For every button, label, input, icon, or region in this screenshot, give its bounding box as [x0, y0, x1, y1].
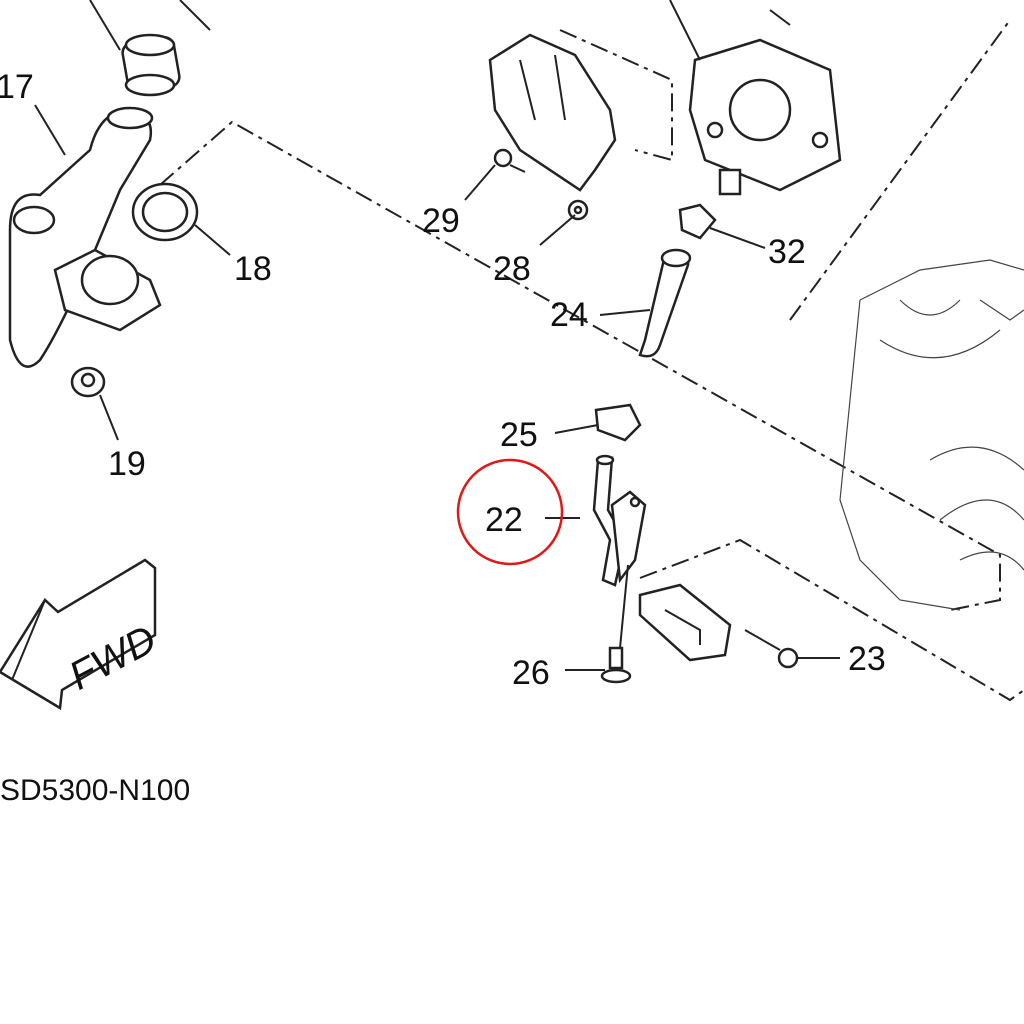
- group-boundary-left: [159, 120, 1001, 611]
- part-19-nut: [70, 366, 106, 398]
- part-22-pipe: [592, 454, 647, 587]
- callout-17: 17: [0, 68, 34, 106]
- hose-fitting-top: [89, 0, 211, 97]
- forward-direction-arrow: FWD: [0, 558, 163, 711]
- callout-29: 29: [422, 202, 460, 240]
- callout-23: 23: [848, 640, 886, 678]
- part-23-bolt: [744, 629, 799, 669]
- part-17-elbow-pipe: [8, 106, 154, 368]
- group-boundary-lower: [639, 538, 1024, 702]
- flange-plate: [53, 248, 162, 332]
- callout-25: 25: [500, 416, 538, 454]
- highlight-circle-22: [456, 458, 564, 566]
- callout-22: 22: [485, 501, 523, 539]
- part-24-hose: [638, 248, 692, 358]
- engine-block-outline: [839, 259, 1024, 611]
- callout-19: 19: [108, 445, 146, 483]
- callout-32: 32: [768, 233, 806, 271]
- part-25-clamp: [594, 403, 642, 442]
- part-32-clamp: [678, 203, 717, 240]
- callout-28: 28: [493, 250, 531, 288]
- part-29-bolt: [493, 148, 526, 173]
- gasket-flange: [638, 583, 732, 662]
- part-18-seal-ring: [131, 182, 199, 242]
- part-26-bolt: [600, 646, 632, 684]
- part-28-washer: [567, 199, 589, 221]
- callout-26: 26: [512, 654, 550, 692]
- cover-bracket: [488, 33, 617, 192]
- group-boundary-upper: [559, 29, 673, 162]
- callout-24: 24: [550, 296, 588, 334]
- group-boundary-right: [789, 19, 1011, 321]
- drawing-code: SD5300-N100: [0, 774, 190, 807]
- thermostat-housing: [669, 0, 842, 196]
- callout-18: 18: [234, 250, 272, 288]
